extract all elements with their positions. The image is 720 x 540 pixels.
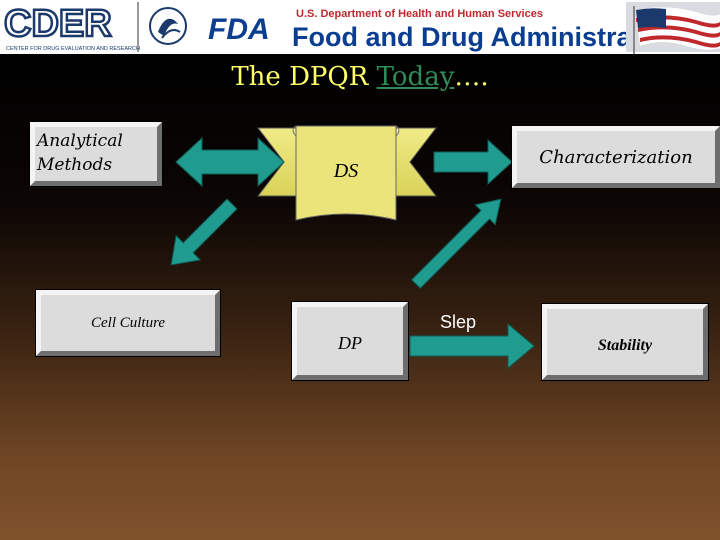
arrow-dp-stability	[409, 322, 535, 370]
node-label: Cell Culture	[90, 315, 166, 331]
title-prefix: The DPQR	[231, 62, 377, 92]
title-link-today[interactable]: Today	[376, 62, 455, 92]
arrow-ds-cellculture	[170, 198, 238, 266]
slide-title: The DPQR Today….	[0, 62, 720, 92]
arrow-ds-characterization	[433, 138, 513, 186]
node-analytical-methods: Analytical Methods	[29, 121, 163, 187]
banner: CDER CENTER FOR DRUG EVALUATION AND RESE…	[0, 0, 720, 54]
hhs-eagle-icon	[149, 7, 187, 45]
banner-art: CDER CENTER FOR DRUG EVALUATION AND RESE…	[0, 0, 720, 54]
node-stability: Stability	[541, 303, 709, 381]
node-dp: DP	[291, 301, 409, 381]
svg-text:FDA: FDA	[208, 13, 270, 46]
node-label: Stability	[597, 337, 653, 354]
edge-label-slep: Slep	[440, 312, 477, 332]
node-label: Characterization	[539, 147, 693, 168]
hhs-department-line: U.S. Department of Health and Human Serv…	[296, 8, 543, 20]
fda-logo: FDA	[206, 13, 276, 46]
node-label: Analytical Methods	[37, 131, 123, 175]
arrow-analytical-ds	[175, 136, 285, 188]
agency-name: Food and Drug Administration	[292, 22, 681, 52]
arrow-to-characterization	[411, 198, 502, 289]
us-flag-icon	[626, 2, 720, 54]
node-cell-culture: Cell Culture	[35, 289, 221, 357]
node-characterization: Characterization	[511, 125, 720, 189]
node-label: DP	[338, 333, 362, 353]
cder-logo: CDER	[4, 3, 112, 45]
ds-scroll-shape	[256, 125, 438, 221]
node-ds: DS	[333, 160, 359, 182]
title-suffix: ….	[454, 62, 489, 92]
cder-tagline: CENTER FOR DRUG EVALUATION AND RESEARCH	[6, 46, 140, 52]
